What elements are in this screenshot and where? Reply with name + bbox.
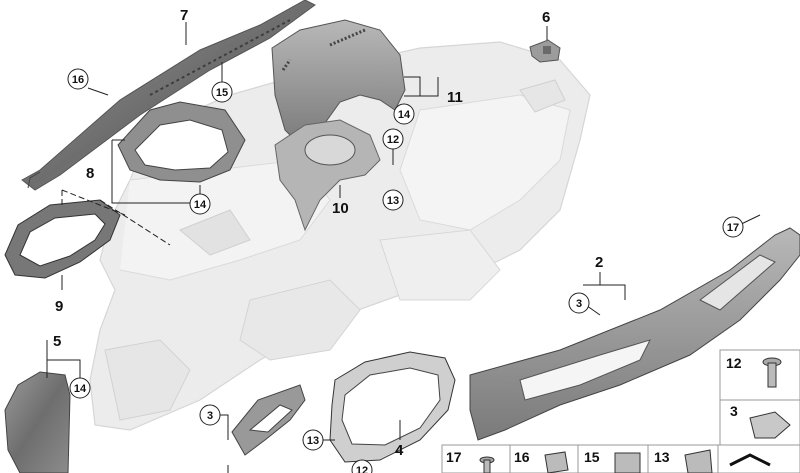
bolt-icon [479,456,495,473]
clip-nut-icon [749,411,791,439]
instrument-cluster-frame [329,351,456,463]
svg-text:3: 3 [207,410,213,422]
svg-text:14: 14 [194,199,207,211]
svg-text:16: 16 [72,74,84,86]
center-support-bracket [274,119,381,232]
defroster-trim-strip [21,0,316,191]
label-11: 11 [447,89,463,106]
callout-16: 16 [67,68,89,90]
svg-text:12: 12 [356,465,368,473]
arrow-icon [729,453,771,467]
legend-label-16: 16 [514,449,530,465]
svg-text:13: 13 [307,435,319,447]
svg-text:14: 14 [74,383,87,395]
callout-12: 12 [382,128,404,150]
clip-icon [544,451,569,473]
clamp-icon [684,449,713,473]
svg-text:3: 3 [576,298,582,310]
trim-bracket-3 [231,384,306,456]
label-10: 10 [332,200,349,217]
circled-references: 16 15 14 12 14 13 17 3 14 3 13 12 [67,68,744,473]
svg-text:13: 13 [387,195,399,207]
side-panel-5 [4,371,71,473]
svg-text:12: 12 [387,134,399,146]
callout-12-bottom: 12 [351,459,373,473]
label-6: 6 [542,9,550,26]
legend-labels: 12 3 17 16 15 13 [446,355,742,465]
callout-14-top: 14 [393,103,415,125]
parts-legend-table [441,349,800,473]
fastener-icon [614,452,641,473]
trim-frame-9 [4,189,171,279]
callout-14-mid: 14 [189,193,211,215]
label-7: 7 [180,7,188,24]
screw-icon [762,357,782,388]
label-5: 5 [53,333,61,350]
svg-text:14: 14 [398,109,411,121]
legend-label-12: 12 [726,355,742,371]
legend-label-3: 3 [730,403,738,419]
legend-label-15: 15 [584,449,600,465]
svg-text:17: 17 [727,222,739,234]
svg-text:15: 15 [216,87,228,99]
callout-15: 15 [211,81,233,103]
callout-17: 17 [722,216,744,238]
label-9: 9 [55,298,63,315]
callout-13: 13 [382,189,404,211]
callout-3-bottom: 3 [199,404,221,426]
callout-3-right: 3 [568,292,590,314]
legend-label-13: 13 [654,449,670,465]
part-number-labels: 7 6 11 8 10 9 5 2 4 [53,7,603,459]
bracket-part [529,39,561,63]
trim-frame-8 [117,101,246,183]
legend-label-17: 17 [446,449,462,465]
callout-13-bottom: 13 [302,429,324,451]
decor-strip-right [469,227,800,441]
label-2: 2 [595,254,603,271]
callout-14-left: 14 [69,377,91,399]
label-4: 4 [395,442,404,459]
label-8: 8 [86,165,94,182]
